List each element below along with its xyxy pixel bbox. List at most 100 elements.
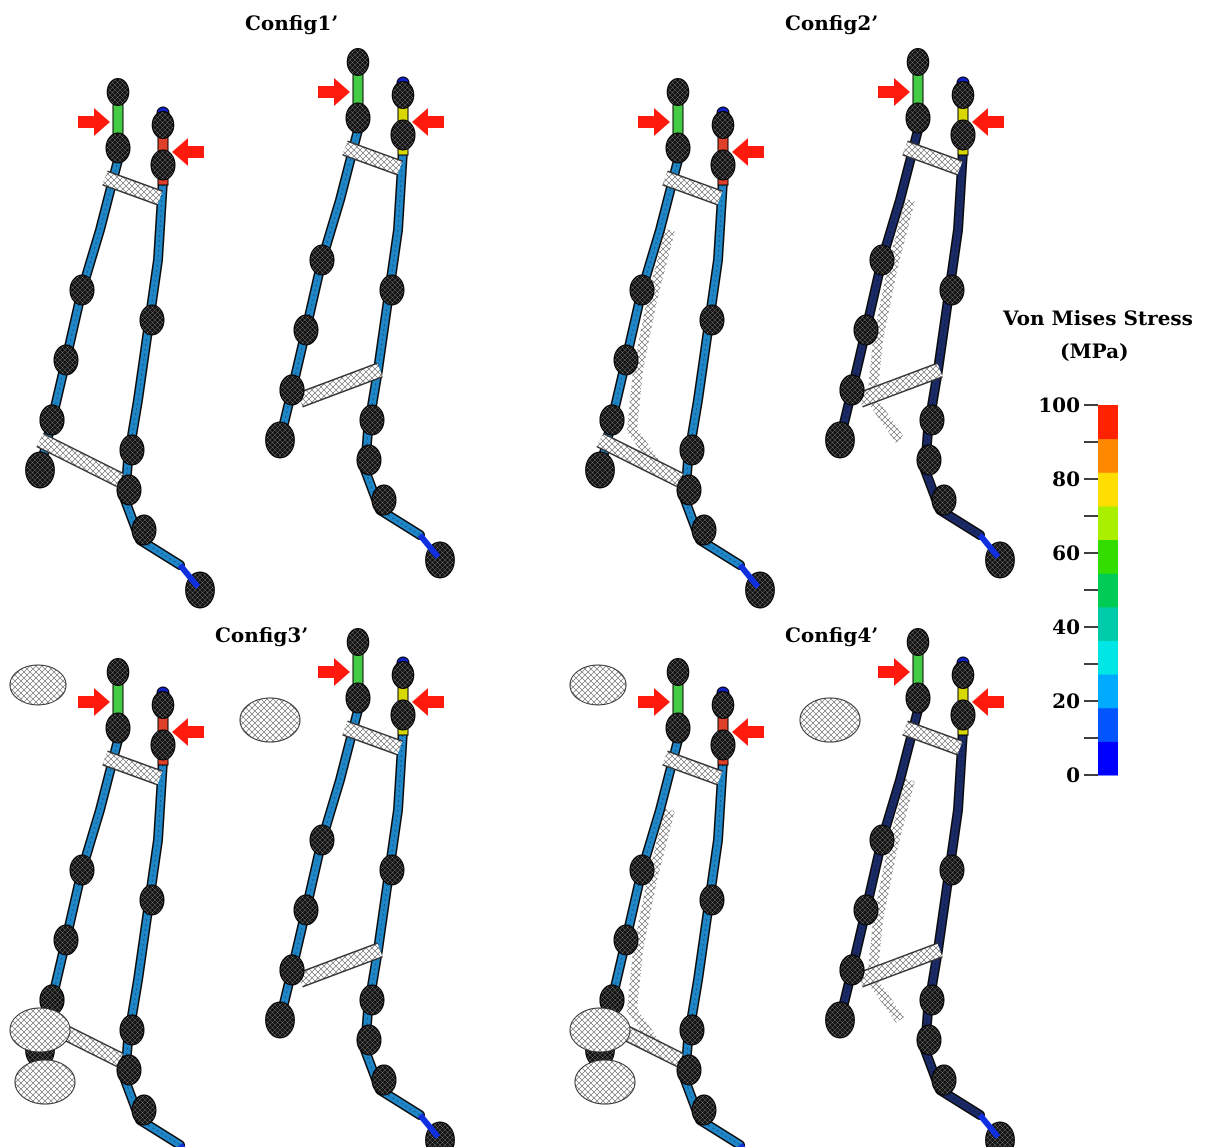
rod-right-mesh xyxy=(124,179,181,566)
panel-title-config3: Config3’ xyxy=(215,623,308,647)
fixator-panel-config3 xyxy=(9,628,455,1147)
load-arrow-left xyxy=(972,108,1004,136)
colorbar-tick-label: 80 xyxy=(1052,467,1080,491)
colorbar-tick-label: 100 xyxy=(1038,393,1080,417)
clamp-hub xyxy=(279,954,305,986)
rod-right-outline xyxy=(680,755,745,1147)
clamp-hub-foot xyxy=(825,1001,855,1039)
strut-bottom xyxy=(37,434,123,486)
clamp-hub xyxy=(131,1094,157,1126)
rod-right xyxy=(681,176,744,569)
colorbar-title: Von Mises Stress xyxy=(1002,306,1193,330)
ghost-rod xyxy=(626,808,675,1053)
clamp-hub xyxy=(665,132,691,164)
strut-top xyxy=(902,721,963,755)
clamp-hub-foot xyxy=(265,1001,295,1039)
load-arrow-left xyxy=(732,718,764,746)
clamp-hub xyxy=(279,374,305,406)
rod-right xyxy=(121,756,184,1147)
rod-right-outline xyxy=(360,725,425,1120)
clamp-hub xyxy=(346,48,370,76)
clamp-hub xyxy=(711,691,735,719)
strut-top xyxy=(342,721,403,755)
load-arrow-right xyxy=(318,658,350,686)
clamp-hub xyxy=(150,729,176,761)
load-arrow-right xyxy=(78,108,110,136)
clamp-hub xyxy=(931,484,957,516)
soft-tissue-ellipsoid xyxy=(9,664,67,706)
load-arrow-right xyxy=(638,108,670,136)
clamp-hub xyxy=(699,884,725,916)
clamp-hub xyxy=(905,682,931,714)
rod-right-mesh xyxy=(364,729,421,1116)
colorbar-tick-label: 60 xyxy=(1052,541,1080,565)
clamp-hub xyxy=(116,474,142,506)
clamp-hub xyxy=(371,484,397,516)
soft-tissue-ellipsoid xyxy=(569,664,627,706)
load-arrow-right xyxy=(78,688,110,716)
colorbar-bands xyxy=(1098,405,1118,776)
soft-tissue-ellipsoid xyxy=(9,1007,71,1053)
clamp-hub xyxy=(699,304,725,336)
clamp-hub xyxy=(293,314,319,346)
clamp-hub xyxy=(665,712,691,744)
clamp-hub-foot xyxy=(25,451,55,489)
rod-right-mesh xyxy=(364,149,421,536)
clamp-hub xyxy=(939,274,965,306)
clamp-hub xyxy=(676,474,702,506)
colorbar-tick-label: 40 xyxy=(1052,615,1080,639)
ghost-rod xyxy=(866,778,915,1023)
clamp-hub xyxy=(906,628,930,656)
clamp-hub xyxy=(139,304,165,336)
load-arrow-left xyxy=(972,688,1004,716)
rod-right-outline xyxy=(920,145,985,540)
clamp-hub xyxy=(105,132,131,164)
clamp-hub xyxy=(691,1094,717,1126)
foot-pin xyxy=(977,533,1001,559)
clamp-hub xyxy=(390,699,416,731)
rod-right-outline xyxy=(120,755,185,1147)
clamp-hub xyxy=(116,1054,142,1086)
clamp-hub xyxy=(106,78,130,106)
clamp-hub xyxy=(345,102,371,134)
clamp-hub xyxy=(906,48,930,76)
soft-tissue-ellipsoid xyxy=(799,697,861,743)
clamp-hub xyxy=(359,404,385,436)
clamp-hub xyxy=(839,954,865,986)
panel-title-config1: Config1’ xyxy=(245,11,338,35)
fixator-panel-config4 xyxy=(569,628,1015,1147)
colorbar-band xyxy=(1098,674,1118,709)
foot-pin xyxy=(177,563,201,589)
clamp-hub xyxy=(919,404,945,436)
clamp-hub xyxy=(711,111,735,139)
clamp-hub xyxy=(131,514,157,546)
strut-mid xyxy=(297,943,383,987)
clamp-hub xyxy=(53,344,79,376)
clamp-hub xyxy=(679,1014,705,1046)
panel-title-config2: Config2’ xyxy=(785,11,878,35)
colorbar-band xyxy=(1098,505,1118,541)
clamp-hub-foot xyxy=(585,451,615,489)
clamp-hub xyxy=(629,854,655,886)
clamp-hub xyxy=(356,444,382,476)
clamp-hub xyxy=(119,434,145,466)
rod-right xyxy=(921,146,984,539)
clamp-hub xyxy=(359,984,385,1016)
clamp-hub xyxy=(905,102,931,134)
rod-right-mesh xyxy=(924,729,981,1116)
fixator-panel-config1 xyxy=(25,48,455,609)
clamp-hub xyxy=(666,658,690,686)
strut-top xyxy=(662,171,723,205)
clamp-hub xyxy=(119,1014,145,1046)
clamp-hub xyxy=(951,661,975,689)
clamp-hub xyxy=(853,894,879,926)
soft-tissue-ellipsoid xyxy=(239,697,301,743)
soft-tissue-ellipsoid xyxy=(569,1007,631,1053)
clamp-hub xyxy=(613,344,639,376)
clamp-hub xyxy=(613,924,639,956)
colorbar-band xyxy=(1098,707,1118,742)
rod-right-outline xyxy=(120,175,185,570)
